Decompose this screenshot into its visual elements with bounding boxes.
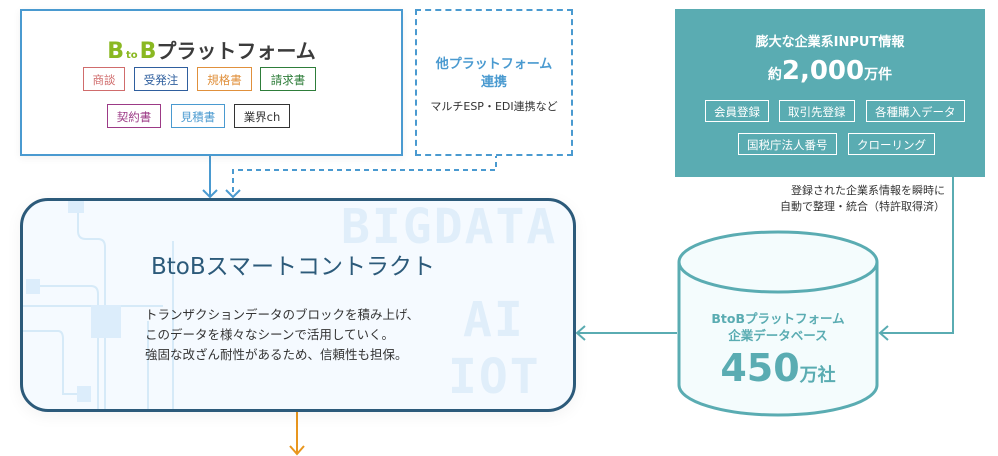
db-line1: BtoBプラットフォーム (711, 311, 845, 326)
tag-invoice: 請求書 (260, 67, 316, 91)
tag-member-registration: 会員登録 (705, 100, 769, 122)
watermark-bigdata: BIGDATA (341, 199, 558, 255)
other-platform-title: 他プラットフォーム連携 (417, 56, 571, 92)
contract-arrow-head (575, 325, 586, 341)
db-unit: 万社 (799, 365, 836, 386)
count-value: 2,000 (781, 56, 865, 86)
watermark-iot: IOT (448, 349, 541, 405)
integration-caption: 登録された企業系情報を瞬時に 自動で整理・統合（特許取得済） (780, 183, 945, 215)
tag-crawling: クローリング (848, 133, 935, 155)
smart-contract-box: BIGDATA AI IOT BtoBスマートコントラクト トランザクションデー… (20, 198, 576, 412)
circuit-decoration (23, 201, 174, 409)
description-line: トランザクションデータのブロックを積み上げ、 (145, 307, 420, 322)
caption-line1: 登録された企業系情報を瞬時に (791, 184, 945, 197)
other-platform-dashed-arrow (232, 153, 497, 197)
other-title-line2: 連携 (480, 75, 507, 90)
tag-estimate: 見積書 (171, 104, 225, 128)
count-prefix: 約 (767, 67, 782, 83)
watermark-ai: AI (463, 292, 525, 348)
db-count: 450 (720, 346, 800, 390)
logo-suffix: プラットフォーム (156, 39, 316, 63)
tag-purchase-data: 各種購入データ (866, 100, 965, 122)
tag-contract: 契約書 (107, 104, 161, 128)
tag-orders: 受発注 (134, 67, 188, 91)
smart-contract-description: トランザクションデータのブロックを積み上げ、 このデータを様々なシーンで活用して… (145, 305, 419, 365)
db-line2: 企業データベース (728, 328, 828, 343)
tag-partner-registration: 取引先登録 (779, 100, 855, 122)
logo-b1: B (107, 39, 124, 64)
smart-contract-title: BtoBスマートコントラクト (151, 254, 435, 280)
other-title-line1: 他プラットフォーム (435, 57, 553, 72)
description-line: 強固な改ざん耐性があるため、信頼性も担保。 (145, 347, 408, 362)
db-arrow-head (878, 325, 889, 341)
count-suffix: 万件 (864, 67, 893, 83)
input-to-db-line (880, 177, 954, 334)
database-label: BtoBプラットフォーム 企業データベース 450万社 (677, 310, 879, 390)
tag-industry-ch: 業界ch (234, 104, 290, 128)
logo-to: to (125, 50, 138, 61)
other-platform-box: 他プラットフォーム連携 マルチESP・EDI連携など (415, 9, 573, 156)
tag-specs: 規格書 (197, 67, 252, 91)
tag-corporate-number: 国税庁法人番号 (738, 133, 837, 155)
tag-negotiation: 商談 (83, 67, 125, 91)
platform-arrow-head (202, 189, 218, 199)
input-count: 約2,000万件 (675, 56, 985, 86)
input-title: 膨大な企業系INPUT情報 (755, 35, 905, 50)
input-info-box: 膨大な企業系INPUT情報 約2,000万件 会員登録 取引先登録 各種購入デー… (675, 9, 985, 177)
other-arrow-head (225, 189, 241, 199)
caption-line2: 自動で整理・統合（特許取得済） (780, 200, 945, 213)
database-cylinder (677, 230, 879, 417)
output-arrow-head (289, 445, 305, 456)
logo-b2: B (139, 39, 157, 64)
other-platform-subtitle: マルチESP・EDI連携など (430, 100, 558, 113)
description-line: このデータを様々なシーンで活用していく。 (145, 327, 395, 342)
